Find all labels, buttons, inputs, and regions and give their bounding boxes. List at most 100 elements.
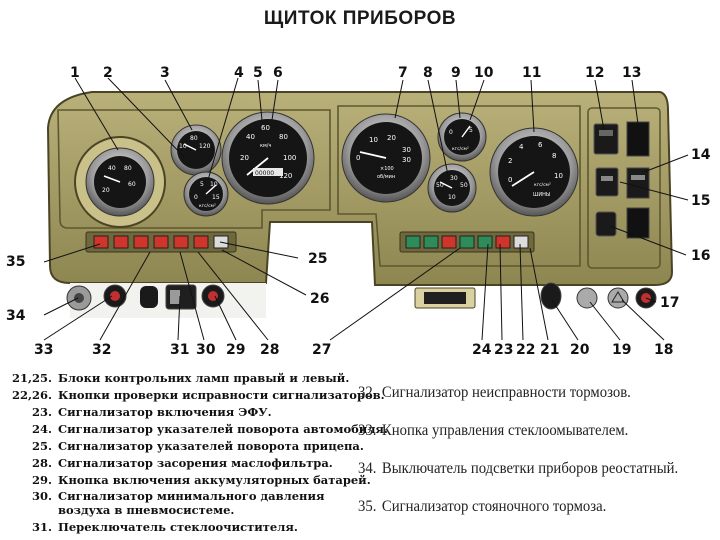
switch-16[interactable] bbox=[595, 211, 617, 237]
legend-item: 34.Выключатель подсветки приборов реоста… bbox=[358, 454, 689, 492]
tachometer-tick-10: 10 bbox=[369, 136, 378, 144]
gauge-10-tick-1: 50 bbox=[436, 182, 444, 189]
diagram-title: ЩИТОК ПРИБОРОВ bbox=[263, 8, 457, 29]
lamp-right-4 bbox=[459, 235, 475, 249]
legend-item-text: Переключатель стеклоочистителя. bbox=[58, 520, 298, 534]
lamp-right-2 bbox=[423, 235, 439, 249]
legend-item: 24. Сигнализатор указателей поворота авто… bbox=[8, 421, 388, 438]
legend-item-number: 28. bbox=[31, 456, 52, 470]
callout-13: 13 bbox=[622, 65, 641, 81]
gauge-11-unit-2: ШИНЫ bbox=[533, 192, 550, 198]
callout-24: 24 bbox=[472, 342, 492, 358]
switch-14[interactable] bbox=[626, 167, 650, 199]
tachometer-unit-1: ×100 bbox=[380, 166, 394, 172]
callout-6: 6 bbox=[273, 65, 283, 81]
switch-19[interactable] bbox=[576, 287, 598, 309]
legend-item-number: 21,25. bbox=[11, 371, 52, 385]
gauge-11-tick-2: 2 bbox=[508, 157, 512, 165]
gauge-11-tire-pressure: 0 2 4 6 8 10 кгс/см² ШИНЫ bbox=[489, 127, 579, 217]
switch-12[interactable] bbox=[593, 123, 619, 155]
tachometer-tick-30: 30 bbox=[402, 146, 411, 154]
gauge-11-unit-1: кгс/см² bbox=[534, 182, 551, 188]
speedometer-unit: км/ч bbox=[260, 143, 271, 149]
callout-34: 34 bbox=[6, 308, 26, 324]
lamp-left-2 bbox=[113, 235, 129, 249]
callout-25: 25 bbox=[308, 251, 327, 267]
switch-20[interactable] bbox=[540, 282, 562, 310]
tachometer-unit-2: об/мин bbox=[377, 174, 395, 180]
test-button-22[interactable] bbox=[513, 235, 529, 249]
lamp-left-5 bbox=[173, 235, 189, 249]
switch-13[interactable] bbox=[626, 121, 650, 157]
gauge-11-tick-10: 10 bbox=[554, 172, 563, 180]
callout-17: 17 bbox=[660, 295, 679, 311]
leader-lines bbox=[43, 77, 689, 341]
lamp-left-6 bbox=[193, 235, 209, 249]
gauge-4-tick-3: 10 bbox=[210, 181, 218, 188]
gauge-9-unit: кгс/см² bbox=[452, 146, 469, 152]
gauge-10-tick-2: 30 bbox=[450, 175, 458, 182]
legend-item-number: 24. bbox=[31, 422, 52, 436]
gauge-9-tick-5: 5 bbox=[469, 127, 473, 134]
speedometer-tick-100: 100 bbox=[283, 154, 296, 162]
legend-item-text: Сигнализатор указателей поворота прицепа… bbox=[58, 439, 364, 453]
legend-right: 32.Сигнализатор неисправности тормозов. … bbox=[358, 378, 718, 530]
gauge-5-speedometer: 20 40 60 80 100 120 км/ч 00000 bbox=[221, 111, 315, 205]
legend-item-text: Сигнализатор засорения маслофильтра. bbox=[58, 456, 333, 470]
gauge-9-tick-0: 0 bbox=[449, 129, 453, 136]
lamp-right-3 bbox=[441, 235, 457, 249]
legend-item: 32.Сигнализатор неисправности тормозов. bbox=[358, 378, 689, 416]
legend-item-number: 33. bbox=[358, 422, 377, 439]
legend-item: 28. Сигнализатор засорения маслофильтра. bbox=[8, 455, 353, 472]
tachometer-tick-0: 0 bbox=[356, 154, 360, 162]
callout-12: 12 bbox=[585, 65, 604, 81]
callout-33: 33 bbox=[34, 342, 53, 358]
callout-23: 23 bbox=[494, 342, 513, 358]
callout-21: 21 bbox=[540, 342, 559, 358]
gauge-3-tick-2: 80 bbox=[190, 135, 198, 142]
gauge-11-tick-6: 6 bbox=[538, 141, 543, 149]
lamp-right-5 bbox=[477, 235, 493, 249]
gauge-11-tick-0: 0 bbox=[508, 176, 512, 184]
callout-2: 2 bbox=[103, 65, 113, 81]
legend-left: 21,25.Блоки контрольних ламп правый и ле… bbox=[8, 370, 388, 536]
gauge-10: 50 30 50 10 bbox=[427, 163, 477, 213]
callout-numbers: 1 2 3 4 5 6 7 8 9 10 11 12 13 14 15 16 1… bbox=[6, 65, 711, 358]
legend-item: 22,26.Кнопки проверки исправности сигнал… bbox=[8, 387, 385, 404]
gauge-4-tick-2: 5 bbox=[200, 181, 204, 188]
legend-item-number: 25. bbox=[31, 439, 52, 453]
callout-4: 4 bbox=[234, 65, 244, 81]
gauge-3-tick-3: 120 bbox=[199, 143, 211, 150]
gauge-11-tick-4: 4 bbox=[519, 143, 524, 151]
legend-item: 31.Переключатель стеклоочистителя. bbox=[8, 519, 353, 536]
callout-29: 29 bbox=[226, 342, 245, 358]
odometer-display: 00000 bbox=[255, 170, 274, 177]
tachometer-tick-30b: 30 bbox=[402, 156, 411, 164]
legend-item-number: 29. bbox=[31, 473, 52, 487]
legend-item: 30.Сигнализатор минимального давления во… bbox=[8, 489, 353, 519]
right-switch-block bbox=[593, 121, 650, 239]
speedometer-tick-20: 20 bbox=[240, 154, 249, 162]
switch-15[interactable] bbox=[595, 167, 619, 197]
callout-35: 35 bbox=[6, 254, 25, 270]
speedometer-tick-80: 80 bbox=[279, 133, 288, 141]
hazard-switch-18[interactable] bbox=[607, 287, 629, 309]
callout-20: 20 bbox=[570, 342, 590, 358]
legend-item: 29.Кнопка включения аккумуляторных батар… bbox=[8, 472, 371, 489]
gauge-11-tick-8: 8 bbox=[552, 152, 556, 160]
gauge-10-tick-3: 50 bbox=[460, 182, 468, 189]
gauge-4-air-pressure: 0 5 10 15 кгс/см² bbox=[183, 171, 229, 217]
speedometer-tick-120: 120 bbox=[279, 172, 292, 180]
callout-32: 32 bbox=[92, 342, 111, 358]
callout-5: 5 bbox=[253, 65, 263, 81]
gauge-7-tachometer: 10 20 30 0 30 ×100 об/мин bbox=[341, 113, 431, 203]
legend-item-text: Сигнализатор включения ЭФУ. bbox=[58, 405, 272, 419]
legend-item-text: Сигнализатор указателей поворота автомоб… bbox=[58, 422, 388, 436]
callout-19: 19 bbox=[612, 342, 631, 358]
gauge-1-ammeter: 40 80 60 20 bbox=[74, 136, 166, 228]
legend-item-text: Выключатель подсветки приборов реостатны… bbox=[381, 460, 679, 477]
gauge-1-tick-1: 40 bbox=[108, 165, 116, 172]
callout-10: 10 bbox=[474, 65, 494, 81]
legend-item: 25. Сигнализатор указателей поворота приц… bbox=[8, 438, 364, 455]
legend-item-number: 35. bbox=[358, 498, 377, 515]
